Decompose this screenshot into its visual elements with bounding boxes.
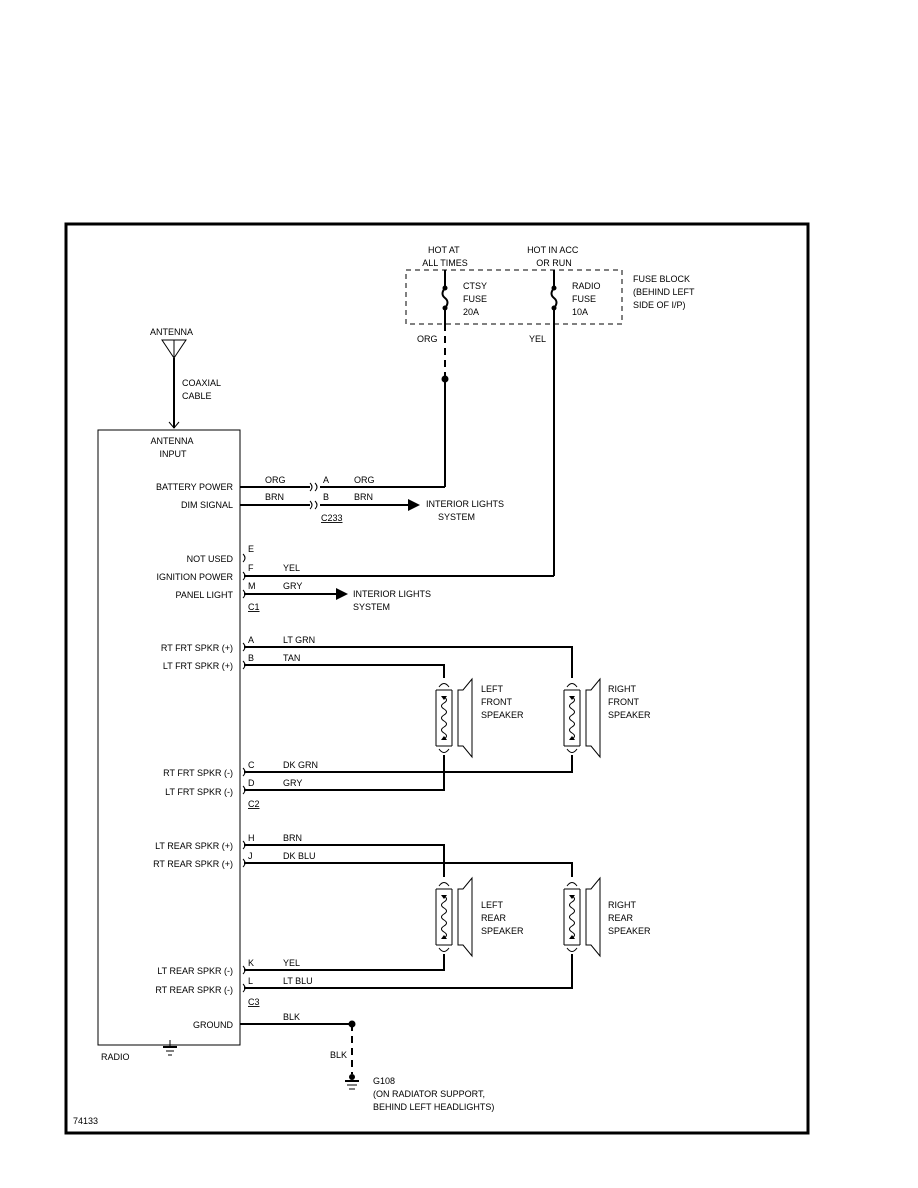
wire-label-lt-grn: LT GRN xyxy=(283,635,315,645)
pin-ignition-power: IGNITION POWER xyxy=(157,572,234,582)
wire-yel-k xyxy=(244,954,445,971)
right-rear-speaker-icon xyxy=(563,877,601,957)
front-speaker-circuit: A LT GRN B TAN C DK GRN D GRY C2 LEFT FR… xyxy=(242,635,651,809)
pin-rt-rear-spkr-pos: RT REAR SPKR (+) xyxy=(153,859,233,869)
wire-lt-blu xyxy=(244,954,573,989)
case-ground-icon xyxy=(163,1040,177,1056)
wire-label-blk-side: BLK xyxy=(330,1050,347,1060)
wire-label-lt-blu: LT BLU xyxy=(283,976,313,986)
pin-rt-frt-spkr-neg: RT FRT SPKR (-) xyxy=(163,768,233,778)
fuse-block: HOT AT ALL TIMES HOT IN ACC OR RUN FUSE … xyxy=(405,245,697,325)
c233-connector: ORG A ORG BRN B BRN C233 INTERIOR LIGHTS… xyxy=(240,475,507,523)
pin-ground: GROUND xyxy=(193,1020,233,1030)
letter-m: M xyxy=(248,581,256,591)
wire-label-brn-b-right: BRN xyxy=(354,492,373,502)
coaxial-cable-label: COAXIAL CABLE xyxy=(182,378,223,401)
wire-dk-grn xyxy=(244,755,573,773)
letter-d: D xyxy=(248,778,255,788)
wire-label-gry-d: GRY xyxy=(283,778,302,788)
figure-number: 74133 xyxy=(73,1116,98,1126)
connector-c3: C3 xyxy=(248,997,260,1007)
wire-tan xyxy=(244,664,445,678)
pin-lt-rear-spkr-pos: LT REAR SPKR (+) xyxy=(155,841,233,851)
connector-c233: C233 xyxy=(321,513,343,523)
right-front-speaker-icon xyxy=(563,678,601,758)
right-rear-speaker-label: RIGHT REAR SPEAKER xyxy=(608,900,651,936)
left-rear-speaker-icon xyxy=(435,877,473,957)
left-rear-speaker-label: LEFT REAR SPEAKER xyxy=(481,900,524,936)
wire-lt-grn xyxy=(244,646,573,678)
letter-a1: A xyxy=(323,475,329,485)
pin-panel-light: PANEL LIGHT xyxy=(175,590,233,600)
c1-connector: E F YEL M GRY C1 INTERIOR LIGHTS SYSTEM xyxy=(242,544,434,612)
wire-label-yel-k: YEL xyxy=(283,958,300,968)
pin-lt-rear-spkr-neg: LT REAR SPKR (-) xyxy=(157,966,233,976)
hot-in-acc-label: HOT IN ACC OR RUN xyxy=(527,245,581,268)
wire-label-tan: TAN xyxy=(283,653,300,663)
radio-fuse-label: RADIO FUSE 10A xyxy=(572,281,603,317)
pin-lt-frt-spkr-neg: LT FRT SPKR (-) xyxy=(165,787,233,797)
wire-label-blk-top: BLK xyxy=(283,1012,300,1022)
yel-ignition-feed-wire: YEL xyxy=(244,324,555,577)
antenna-input-label: ANTENNA INPUT xyxy=(150,436,195,459)
fuse-block-label: FUSE BLOCK (BEHIND LEFT SIDE OF I/P) xyxy=(633,274,697,310)
wire-label-dk-blu: DK BLU xyxy=(283,851,316,861)
pin-rt-frt-spkr-pos: RT FRT SPKR (+) xyxy=(161,643,233,653)
rear-speaker-circuit: H BRN J DK BLU K YEL L LT BLU C3 LEFT RE… xyxy=(242,833,651,1007)
wire-gry-d xyxy=(244,755,445,791)
ctsy-fuse: CTSY FUSE 20A xyxy=(441,270,490,324)
wire-label-brn-b-left: BRN xyxy=(265,492,284,502)
pin-lt-frt-spkr-pos: LT FRT SPKR (+) xyxy=(163,661,233,671)
fuse-block-outline xyxy=(405,269,623,325)
letter-k: K xyxy=(248,958,254,968)
letter-h: H xyxy=(248,833,255,843)
arrow-interior-lights-2 xyxy=(336,588,348,600)
wire-brn-h xyxy=(244,844,445,877)
letter-c: C xyxy=(248,760,255,770)
g108-ground-icon xyxy=(345,1074,359,1090)
interior-lights-system-2: INTERIOR LIGHTS SYSTEM xyxy=(353,589,434,612)
pin-rt-rear-spkr-neg: RT REAR SPKR (-) xyxy=(155,985,233,995)
letter-l: L xyxy=(248,976,253,986)
interior-lights-system-1: INTERIOR LIGHTS SYSTEM xyxy=(426,499,507,522)
wire-label-yel-top: YEL xyxy=(529,334,546,344)
wire-label-org-a-right: ORG xyxy=(354,475,375,485)
antenna-label: ANTENNA xyxy=(150,327,193,337)
ctsy-fuse-label: CTSY FUSE 20A xyxy=(463,281,490,317)
letter-b1: B xyxy=(323,492,329,502)
ground-circuit: BLK BLK G108 (ON RADIATOR SUPPORT, BEHIN… xyxy=(240,1012,494,1112)
left-front-speaker-icon xyxy=(435,678,473,758)
hot-at-all-times-label: HOT AT ALL TIMES xyxy=(422,245,468,268)
letter-a2: A xyxy=(248,635,254,645)
radio-unit: ANTENNA INPUT BATTERY POWER DIM SIGNAL N… xyxy=(97,429,241,1062)
radio-outline xyxy=(97,429,241,1046)
letter-b2: B xyxy=(248,653,254,663)
right-front-speaker-label: RIGHT FRONT SPEAKER xyxy=(608,684,651,720)
diagram-frame xyxy=(64,222,810,1135)
g108-label: G108 (ON RADIATOR SUPPORT, BEHIND LEFT H… xyxy=(373,1076,494,1112)
letter-e: E xyxy=(248,544,254,554)
radio-label: RADIO xyxy=(101,1052,130,1062)
connector-c2: C2 xyxy=(248,799,260,809)
wire-label-org-top: ORG xyxy=(417,334,438,344)
antenna: ANTENNA COAXIAL CABLE xyxy=(150,327,223,429)
pin-not-used: NOT USED xyxy=(187,554,234,564)
radio-fuse: RADIO FUSE 10A xyxy=(550,270,603,324)
left-front-speaker-label: LEFT FRONT SPEAKER xyxy=(481,684,524,720)
letter-j: J xyxy=(248,851,253,861)
pin-battery-power: BATTERY POWER xyxy=(156,482,234,492)
wire-label-brn-h: BRN xyxy=(283,833,302,843)
pin-dim-signal: DIM SIGNAL xyxy=(181,500,233,510)
wire-label-yel-f: YEL xyxy=(283,563,300,573)
letter-f: F xyxy=(248,563,254,573)
wire-label-dk-grn: DK GRN xyxy=(283,760,318,770)
org-battery-feed-wire: ORG xyxy=(320,324,449,488)
connector-c1: C1 xyxy=(248,602,260,612)
wire-dk-blu xyxy=(244,862,573,877)
wire-label-org-a-left: ORG xyxy=(265,475,286,485)
arrow-interior-lights-1 xyxy=(408,499,420,511)
wire-label-gry-m: GRY xyxy=(283,581,302,591)
